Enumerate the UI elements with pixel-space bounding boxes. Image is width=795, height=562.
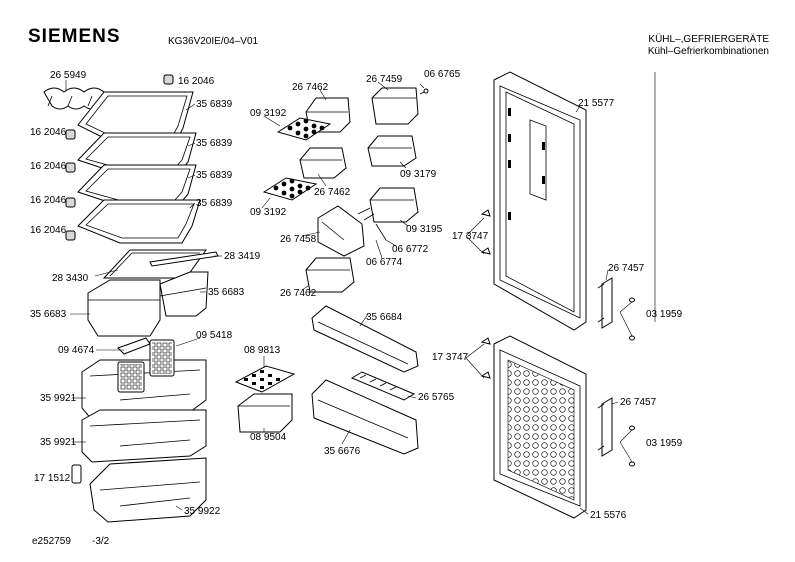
part-label: 09 3192 [250, 207, 287, 218]
part-label: 03 1959 [646, 438, 683, 449]
freezer-drawer-2 [81, 409, 207, 463]
part-label: 35 9921 [40, 437, 77, 448]
shelf-support-top [163, 74, 174, 85]
part-label: 21 5577 [578, 98, 615, 109]
freezer-drawer-3 [89, 457, 207, 523]
part-label: 28 3430 [52, 273, 89, 284]
door-hinge-screws [480, 209, 491, 379]
part-label: 26 7458 [280, 234, 317, 245]
part-label: 26 7462 [292, 82, 329, 93]
screw-top [419, 88, 429, 95]
door-bin-flap [317, 205, 365, 257]
vegetable-drawers [87, 271, 209, 337]
part-label: 35 6839 [196, 138, 233, 149]
door-handle-1 [597, 277, 613, 329]
part-label: 26 7459 [366, 74, 403, 85]
freezer-drawer-1 [81, 337, 207, 421]
part-label: 26 7457 [620, 397, 657, 408]
part-label: 35 6683 [30, 309, 67, 320]
part-label: 35 9922 [184, 506, 221, 517]
door-bin-small-4 [367, 135, 417, 167]
door-handle-2 [597, 397, 613, 457]
freezer-door [493, 335, 587, 519]
glass-shelf-4 [77, 199, 201, 244]
fridge-door [493, 71, 587, 331]
part-label: 16 2046 [30, 225, 67, 236]
part-label: 26 5765 [418, 392, 455, 403]
part-label: 16 2046 [30, 195, 67, 206]
door-bin-small-6 [305, 257, 355, 293]
crisper-cover [102, 249, 219, 279]
category-subtitle: Kühl–Gefrierkombinationen [647, 46, 769, 57]
part-label: 17 3747 [432, 352, 469, 363]
part-label: 21 5576 [590, 510, 627, 521]
part-label: 09 4674 [58, 345, 95, 356]
page-number: -3/2 [92, 536, 110, 547]
part-label: 06 6774 [366, 257, 403, 268]
part-labels: 26 5949 16 2046 35 6839 16 2046 35 6839 … [30, 69, 683, 521]
bottle-holder [350, 371, 416, 401]
hinge-caps-2 [629, 425, 635, 467]
brand-logo: SIEMENS [28, 26, 121, 47]
part-label: 09 3179 [400, 169, 437, 180]
part-label: 35 9921 [40, 393, 77, 404]
drawer-handle-part [71, 464, 82, 484]
ice-cube-tray [234, 365, 296, 393]
part-label: 09 3192 [250, 108, 287, 119]
leader-lines [65, 80, 633, 515]
category-title: KÜHL–,GEFRIERGERÄTE [648, 34, 769, 45]
part-label: 35 6839 [196, 170, 233, 181]
ice-box [237, 393, 293, 433]
part-label: 35 6839 [196, 99, 233, 110]
part-label: 06 6772 [392, 244, 429, 255]
part-label: 08 9504 [250, 432, 287, 443]
hinge-caps-1 [629, 297, 635, 341]
part-label: 06 6765 [424, 69, 461, 80]
part-label: 26 7462 [314, 187, 351, 198]
part-label: 16 2046 [178, 76, 215, 87]
door-bin-small-2 [371, 87, 419, 125]
part-label: 09 3195 [406, 224, 443, 235]
door-bin-small-5 [369, 187, 419, 223]
egg-tray-1 [276, 117, 332, 141]
model-number: KG36V20IE/04–V01 [168, 36, 259, 47]
part-label: 26 7457 [608, 263, 645, 274]
part-label: 35 6676 [324, 446, 361, 457]
part-label: 09 5418 [196, 330, 233, 341]
shelf-supports [65, 129, 76, 241]
door-bin-small-3 [299, 147, 347, 179]
part-label: 26 7462 [280, 288, 317, 299]
bin-hinge-pins [357, 207, 387, 241]
egg-tray-2 [262, 177, 318, 201]
part-label: 17 3747 [452, 231, 489, 242]
door-bin-large-1 [311, 305, 419, 373]
door-bin-large-2 [311, 379, 419, 455]
part-label: 35 6839 [196, 198, 233, 209]
part-label: 35 6683 [208, 287, 245, 298]
part-label: 17 1512 [34, 473, 71, 484]
drawing-id: e252759 [32, 536, 71, 547]
part-label: 26 5949 [50, 70, 87, 81]
part-label: 03 1959 [646, 309, 683, 320]
part-label: 35 6684 [366, 312, 403, 323]
part-label: 16 2046 [30, 161, 67, 172]
part-label: 08 9813 [244, 345, 281, 356]
part-label: 28 3419 [224, 251, 261, 262]
part-label: 16 2046 [30, 127, 67, 138]
